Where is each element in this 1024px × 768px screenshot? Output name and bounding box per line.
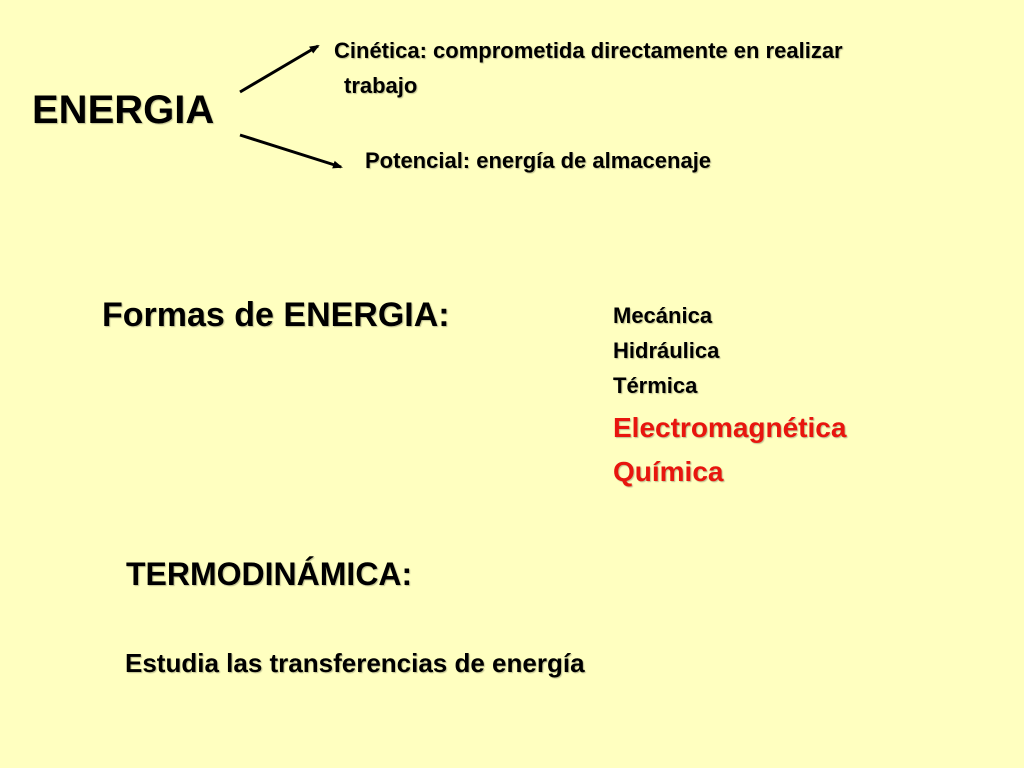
cinetica-definition-continued: trabajo [344,73,418,98]
arrow-to-cinetica [239,44,320,94]
form-item-electromagnetica: Electromagnética [613,412,847,443]
form-item-termica: Térmica [613,373,698,398]
arrow-to-potencial [239,133,343,169]
forms-list: Mecánica Hidráulica Térmica Electromagné… [613,305,846,498]
form-item-quimica: Química [613,456,724,487]
formas-title: Formas de ENERGIA: [102,296,450,334]
termodinamica-title: TERMODINÁMICA: [126,556,413,592]
form-item-hidraulica: Hidráulica [613,338,720,363]
cinetica-definition: Cinética: comprometida directamente en r… [334,38,843,63]
energia-title: ENERGIA [32,88,215,132]
termodinamica-description: Estudia las transferencias de energía [125,648,585,678]
form-item-mecanica: Mecánica [613,303,713,328]
potencial-definition: Potencial: energía de almacenaje [365,148,712,173]
